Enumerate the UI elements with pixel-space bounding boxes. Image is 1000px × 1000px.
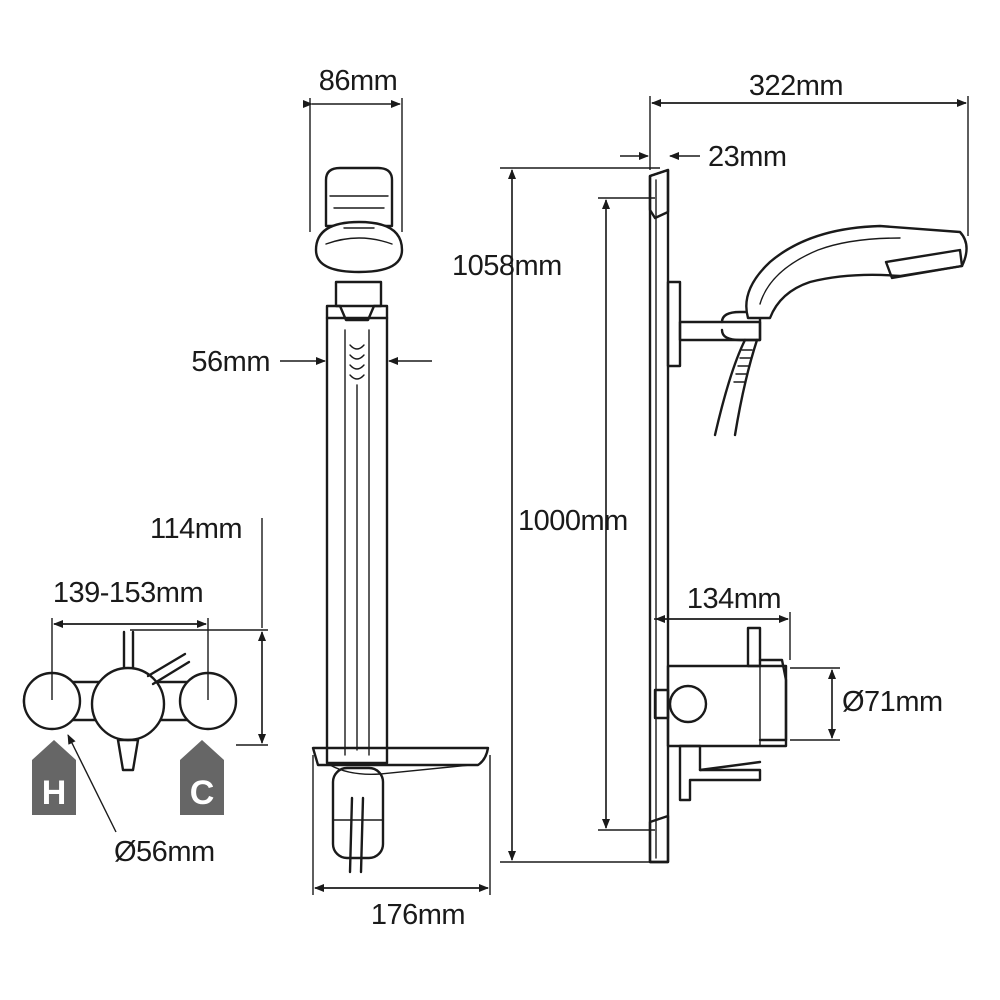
shower-head-face — [314, 220, 404, 274]
hose-front — [348, 796, 365, 874]
bottom-bracket — [331, 766, 385, 860]
soap-dish-front — [311, 746, 490, 767]
label-overall-depth: 322mm — [749, 70, 843, 102]
control-lever-right — [146, 652, 191, 686]
hose-side — [713, 338, 759, 437]
hot-badge: H — [32, 740, 76, 815]
label-rail-length: 1000mm — [518, 505, 628, 537]
label-overall-height: 1058mm — [452, 250, 562, 282]
dimension-lines — [51, 96, 969, 895]
control-lever-left — [122, 630, 135, 670]
shower-head-front — [324, 166, 394, 228]
top-end-cap — [648, 168, 670, 220]
valve-top-view — [22, 630, 238, 772]
riser-rail-front — [325, 316, 389, 765]
valve-outlet — [678, 744, 762, 802]
label-valve-depth: 134mm — [687, 583, 781, 615]
riser-rail-side — [648, 168, 670, 864]
bottom-end-cap — [648, 814, 670, 864]
cold-badge-label: C — [190, 774, 215, 812]
label-wall-offset: 23mm — [708, 141, 787, 173]
label-valve-diameter: Ø71mm — [842, 686, 943, 718]
hot-badge-label: H — [42, 774, 67, 812]
front-view — [311, 166, 490, 874]
top-bracket — [334, 280, 383, 308]
valve-lever-side — [746, 626, 762, 668]
label-knob-diameter: Ø56mm — [114, 836, 215, 868]
side-view — [648, 168, 968, 864]
dimension-labels: 86mm 56mm 176mm 322mm 23mm 1058mm 1000mm… — [53, 65, 943, 931]
label-valve-height: 114mm — [150, 513, 242, 545]
hose-coil — [349, 344, 365, 380]
valve-knob-side — [668, 684, 708, 724]
slider-bracket — [666, 280, 682, 368]
hand-shower-side — [745, 224, 968, 320]
label-shower-head-width: 86mm — [319, 65, 398, 97]
valve-outlet-top — [116, 738, 140, 772]
label-rail-width: 56mm — [191, 346, 270, 378]
label-soap-dish-width: 176mm — [371, 899, 465, 931]
central-control — [90, 666, 166, 742]
cold-badge: C — [180, 740, 224, 815]
label-inlet-centres: 139-153mm — [53, 577, 203, 609]
